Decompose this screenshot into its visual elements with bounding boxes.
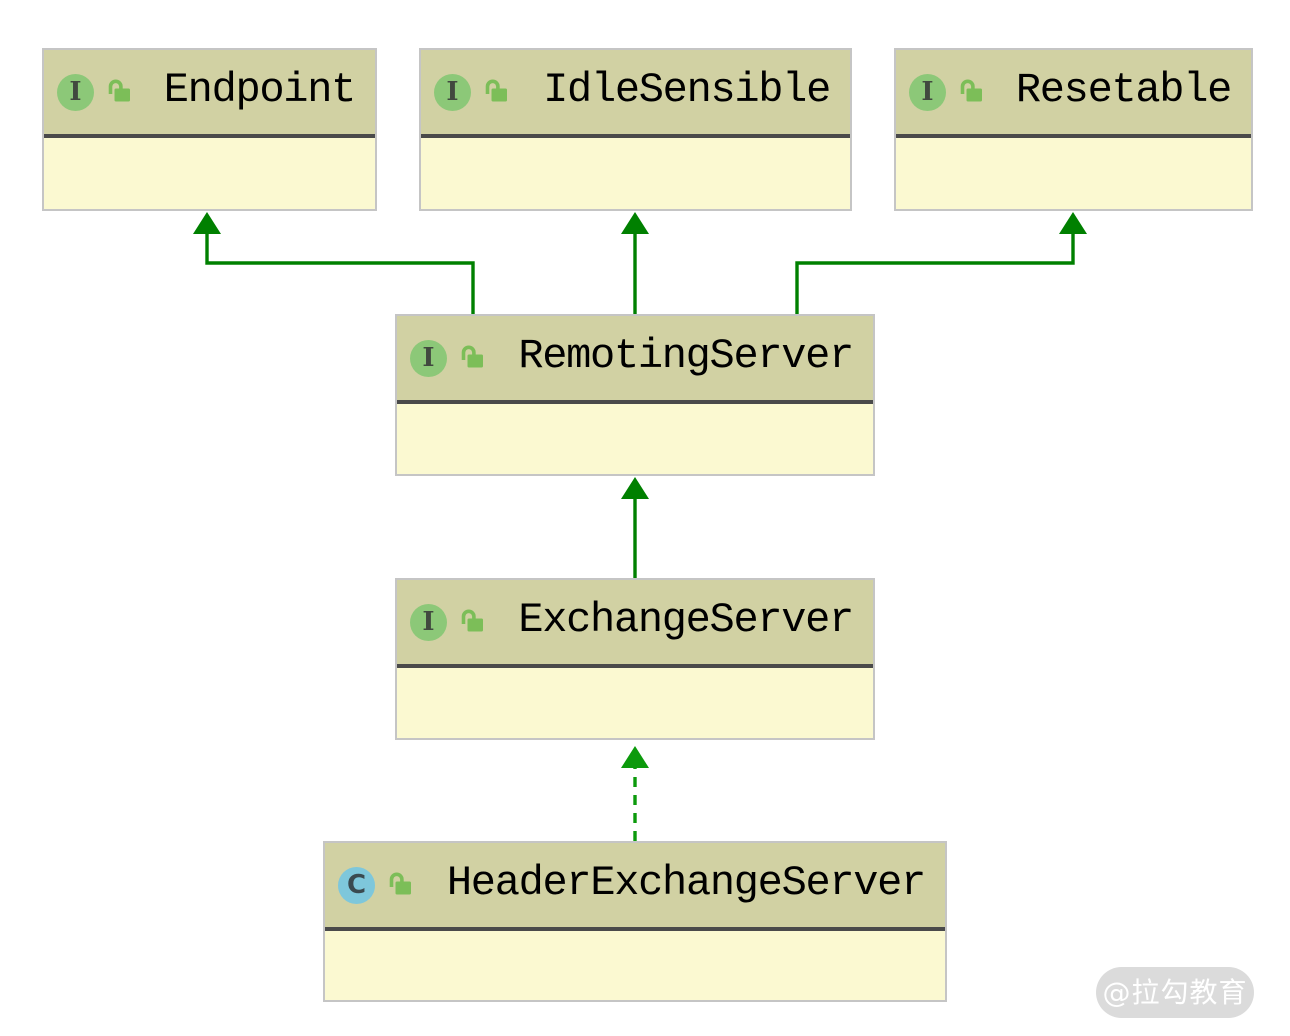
uml-node-endpoint[interactable]: I Endpoint [42, 48, 377, 211]
interface-icon: I [410, 603, 447, 641]
interface-icon: I [434, 73, 471, 111]
node-header: I Endpoint [44, 50, 375, 138]
unlocked-icon [457, 343, 485, 374]
uml-node-resetable[interactable]: I Resetable [894, 48, 1253, 211]
uml-node-remotingserver[interactable]: I RemotingServer [395, 314, 875, 476]
node-body [325, 931, 945, 1000]
uml-node-exchangeserver[interactable]: I ExchangeServer [395, 578, 875, 740]
node-header: I Resetable [896, 50, 1251, 138]
node-body [44, 138, 375, 209]
interface-icon: I [909, 73, 946, 111]
node-header: C HeaderExchangeServer [325, 843, 945, 931]
class-icon: C [338, 866, 375, 904]
uml-node-idlesensible[interactable]: I IdleSensible [419, 48, 852, 211]
unlocked-icon [385, 870, 413, 901]
node-header: I ExchangeServer [397, 580, 873, 668]
unlocked-icon [481, 77, 509, 108]
node-body [421, 138, 850, 209]
unlocked-icon [104, 77, 132, 108]
node-header: I IdleSensible [421, 50, 850, 138]
uml-node-headerexchangeserver[interactable]: C HeaderExchangeServer [323, 841, 947, 1002]
node-title: ExchangeServer [518, 596, 854, 644]
node-title: HeaderExchangeServer [446, 859, 926, 907]
node-title: RemotingServer [518, 332, 854, 380]
node-body [896, 138, 1251, 209]
node-header: I RemotingServer [397, 316, 873, 404]
unlocked-icon [956, 77, 984, 108]
interface-icon: I [410, 339, 447, 377]
node-title: Endpoint [163, 66, 357, 114]
node-body [397, 404, 873, 474]
interface-icon: I [57, 73, 94, 111]
watermark-text: @拉勾教育 [1102, 975, 1248, 1009]
node-title: Resetable [1015, 66, 1232, 114]
unlocked-icon [457, 607, 485, 638]
node-body [397, 668, 873, 738]
node-title: IdleSensible [543, 66, 831, 114]
watermark-badge: @拉勾教育 [1096, 967, 1254, 1018]
